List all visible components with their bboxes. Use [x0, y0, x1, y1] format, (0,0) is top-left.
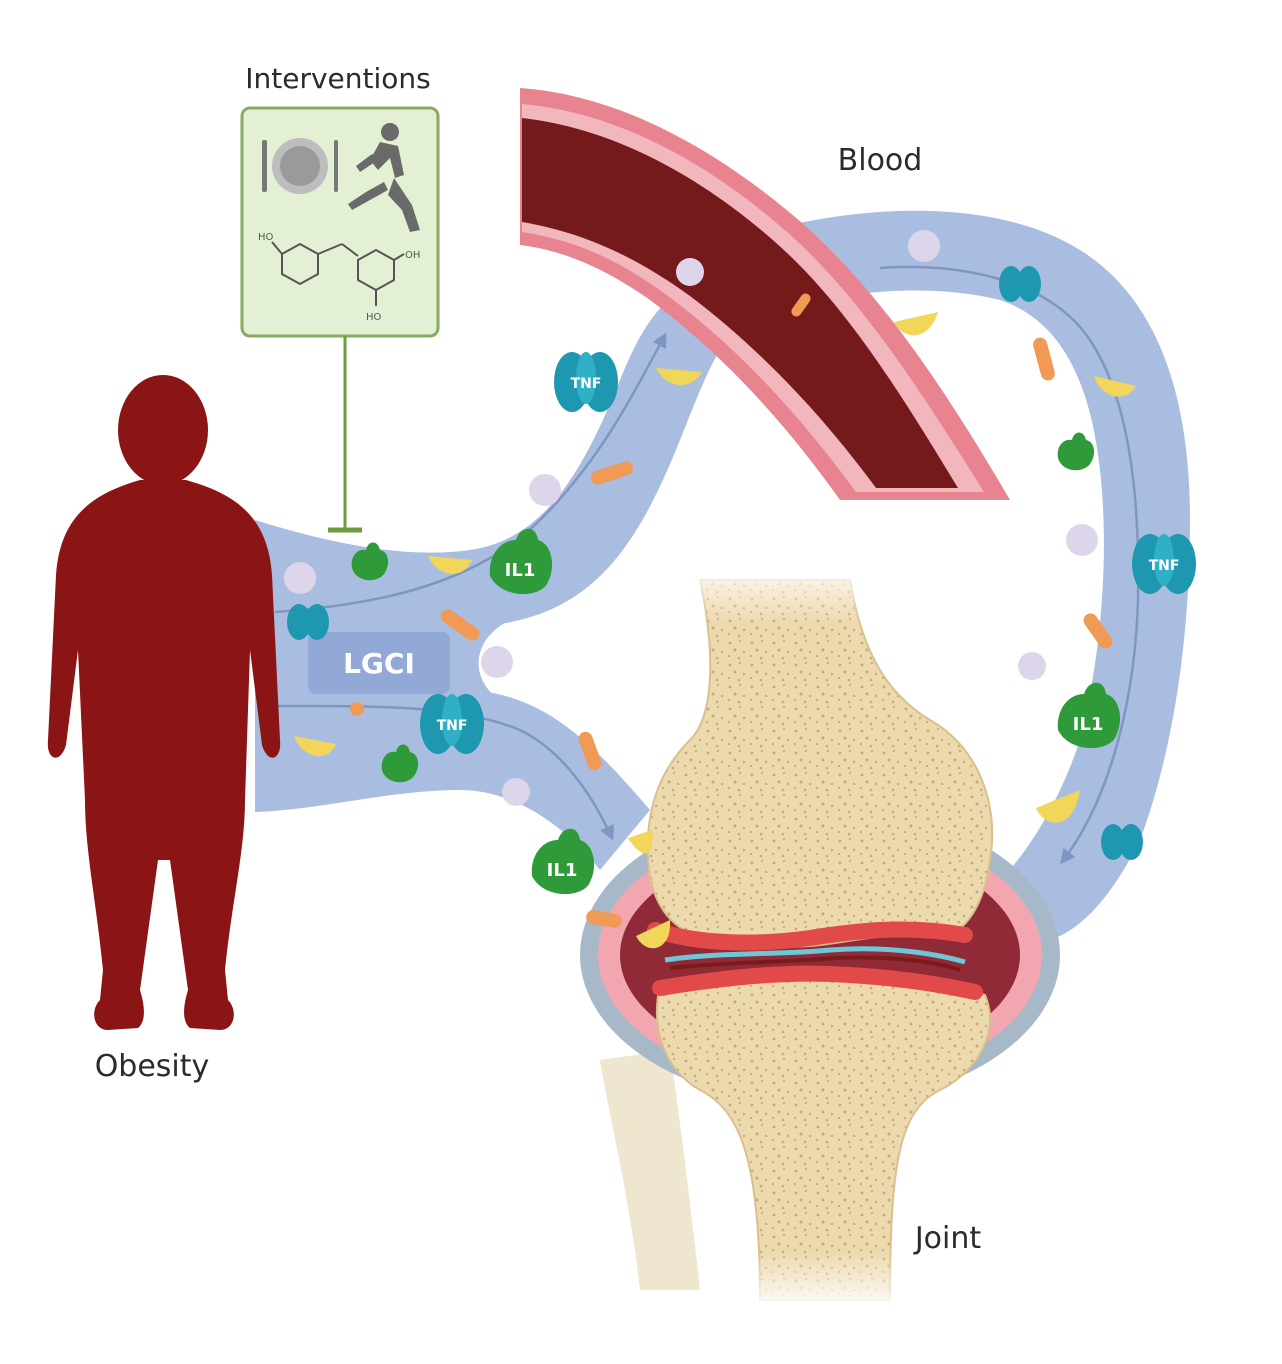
- particle-lavender: [481, 646, 513, 678]
- blood-cell-white: [676, 258, 704, 286]
- particle-lavender: [529, 474, 561, 506]
- cartilage-femoral-inflamed: [647, 921, 973, 951]
- particle-yellow: [894, 312, 938, 336]
- chem-ho-bottom: HO: [366, 312, 382, 323]
- particle-yellow: [428, 556, 472, 574]
- tnf-molecule: TNF: [1132, 534, 1196, 594]
- particle-yellow: [656, 368, 702, 386]
- flow-loop-blood-to-joint: [790, 210, 1190, 940]
- interventions-label: Interventions: [245, 62, 431, 95]
- joint-space-inner: [669, 955, 961, 972]
- orange-particles: [350, 337, 1113, 928]
- diet-plate-icon: [262, 138, 338, 194]
- tnf-label: TNF: [571, 376, 602, 392]
- tnf-molecule: TNF: [554, 352, 618, 412]
- tnf-molecule-small: [287, 604, 329, 640]
- il1-label: IL1: [505, 560, 536, 581]
- particle-orange: [578, 731, 602, 771]
- particle-orange: [590, 461, 634, 485]
- blood-vessel-lumen: [522, 118, 958, 488]
- joint-label: Joint: [913, 1221, 982, 1256]
- yellow-particles: [294, 312, 1136, 949]
- particle-yellow: [628, 830, 653, 854]
- tibia-fade: [740, 1180, 910, 1310]
- particle-lavender: [908, 230, 940, 262]
- interventions-panel: Interventions HO OH HO: [240, 62, 440, 533]
- particle-orange: [440, 609, 480, 641]
- blood-vessel: [520, 88, 1010, 500]
- tnf-label: TNF: [437, 718, 468, 734]
- obesity-label: Obesity: [95, 1049, 210, 1084]
- tnf-label: TNF: [1149, 558, 1180, 574]
- il1-molecule: IL1: [1057, 682, 1121, 749]
- particle-orange: [586, 910, 622, 928]
- knee-joint: [580, 560, 1060, 1310]
- blood-particle-orange: [791, 293, 811, 317]
- chem-oh-right: OH: [405, 250, 420, 261]
- particle-orange: [1083, 613, 1113, 649]
- il1-molecule: IL1: [489, 528, 553, 595]
- particle-yellow: [1094, 376, 1136, 397]
- flow-branch-to-blood: [255, 285, 735, 629]
- tnf-molecule: TNF: [420, 694, 484, 754]
- particle-yellow: [294, 736, 336, 757]
- joint-space: [664, 946, 966, 965]
- blood-label: Blood: [838, 143, 923, 178]
- particle-yellow: [1036, 790, 1080, 823]
- lavender-particles: [284, 230, 1098, 806]
- il1-label: IL1: [547, 860, 578, 881]
- particle-lavender: [284, 562, 316, 594]
- particle-lavender: [1018, 652, 1046, 680]
- fibula: [600, 1050, 700, 1290]
- lgci-box: LGCI: [308, 632, 450, 694]
- resveratrol-molecule-icon: HO OH HO: [258, 232, 420, 323]
- tnf-molecule-small: [1101, 824, 1143, 860]
- running-person-icon: [348, 123, 420, 232]
- il1-molecule: IL1: [531, 828, 595, 895]
- chem-ho-top: HO: [258, 232, 274, 243]
- cartilage-tibial-inflamed: [652, 965, 983, 1000]
- femur-fade: [690, 560, 870, 700]
- tnf-molecule-small: [999, 266, 1041, 302]
- particle-orange: [350, 702, 364, 716]
- particle-lavender: [502, 778, 530, 806]
- particle-orange: [1033, 337, 1055, 381]
- particle-yellow: [636, 920, 671, 949]
- obese-person-silhouette: [47, 375, 281, 1030]
- flow-arrow-up: [274, 332, 667, 614]
- il1-label: IL1: [1073, 714, 1104, 735]
- lgci-label: LGCI: [343, 647, 415, 680]
- il1-molecule-small: [351, 432, 1095, 783]
- particle-lavender: [1066, 524, 1098, 556]
